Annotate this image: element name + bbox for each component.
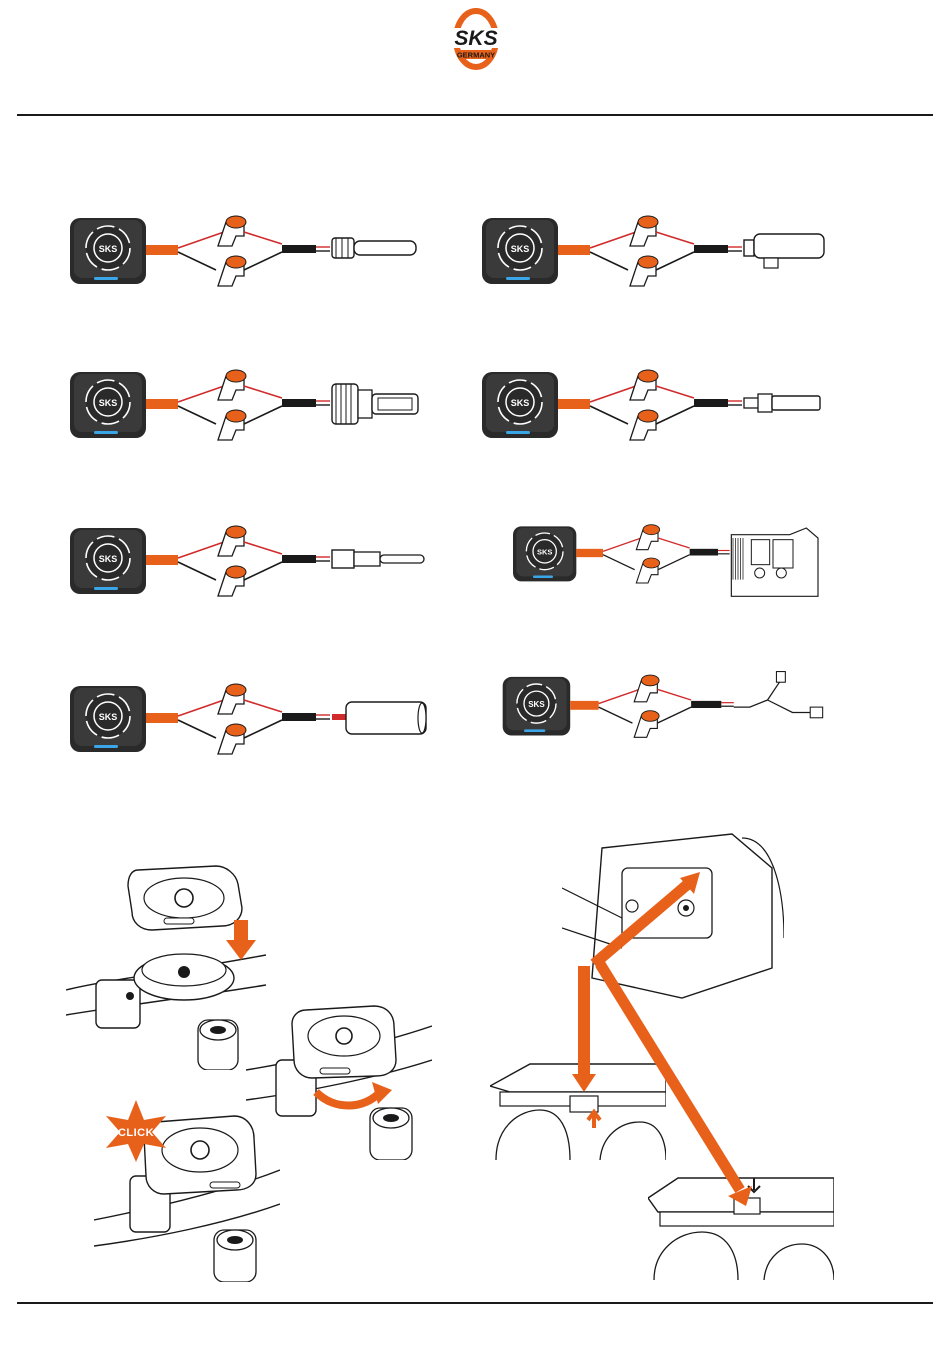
callout-arrow-upper [594,884,688,964]
threaded-plug-connector [332,384,418,424]
top-rule [17,114,933,116]
harness-right-1 [478,208,858,288]
y-split-connector [734,672,823,718]
logo-subtitle: GERMANY [457,51,495,60]
mount-step-drop [66,860,266,1070]
harness-left-2 [66,362,446,442]
sks-logo: SKS GERMANY [434,8,518,70]
controller-pcb-connector [731,528,818,596]
harness-left-1 [66,208,446,288]
harness-left-4 [66,676,446,756]
harness-right-3 [478,518,858,598]
click-label: CLICK [118,1127,154,1139]
callout-arrows [560,860,760,1210]
mount-step-click: CLICK [94,1096,280,1282]
callout-arrow-vertical [578,966,590,1076]
dc-jack-plug-connector [332,550,424,568]
down-arrow-shaft [234,920,248,942]
callout-arrow-diagonal [600,964,740,1190]
logo-brand: SKS [454,27,497,50]
flat-clip-connector [744,394,820,412]
rectangular-socket-connector [744,234,824,268]
round-barrel-plug-connector [332,238,416,258]
harness-left-3 [66,518,446,598]
callout-arrow-small-up [588,1112,600,1128]
harness-right-4 [478,668,858,748]
harness-right-2 [478,362,858,442]
bottom-rule [17,1302,933,1304]
curved-arrow-shaft [316,1092,380,1106]
cylinder-plug-connector [332,702,426,734]
